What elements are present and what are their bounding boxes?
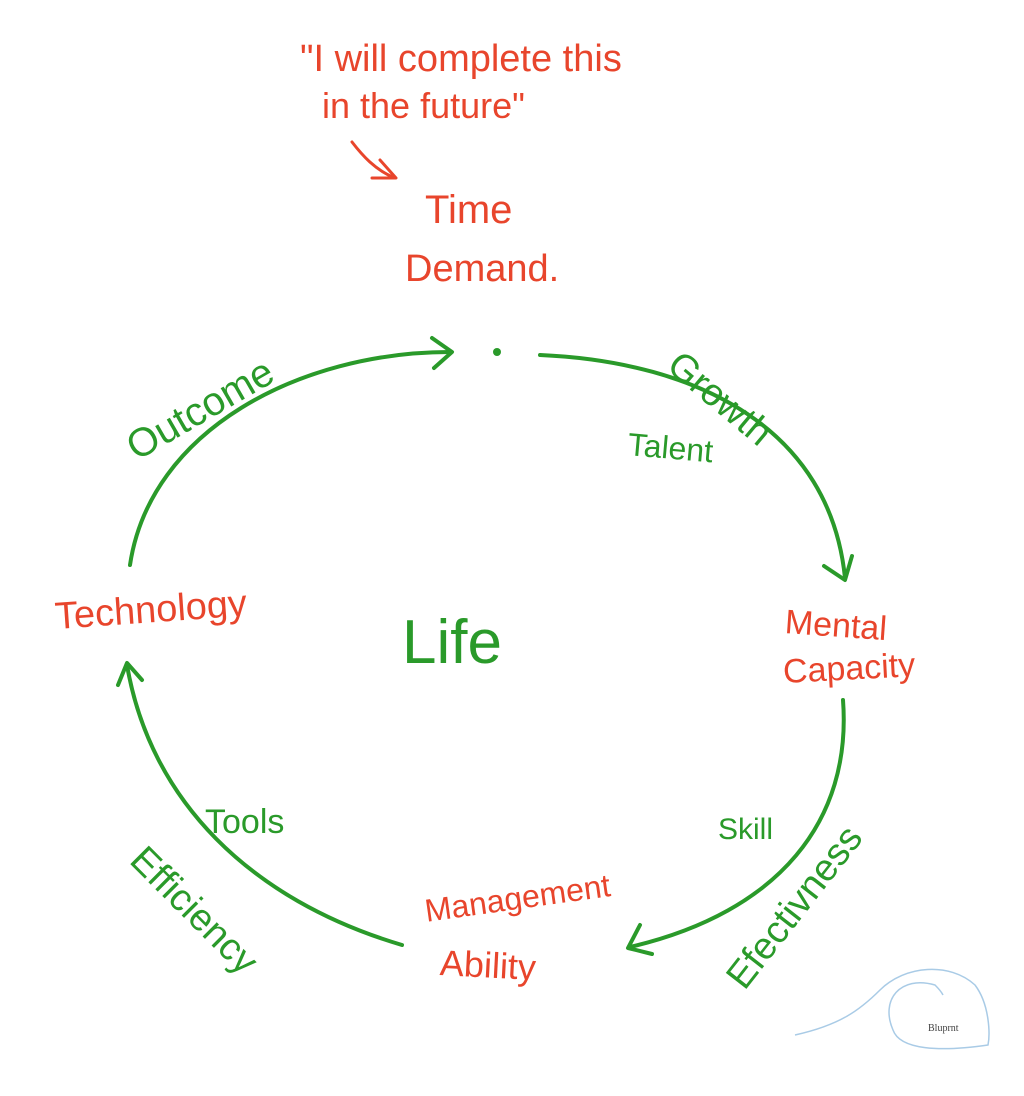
note-line-1: "I will complete this (300, 38, 622, 80)
time-demand-dot (493, 348, 501, 356)
node-time-line2: Demand. (405, 248, 560, 290)
note-line-2: in the future" (322, 85, 525, 126)
node-management-line2: Ability (438, 942, 537, 988)
edge-talent: Talent (626, 426, 715, 470)
node-mental-line1: Mental (783, 603, 889, 649)
arrow-technology-to-time (128, 350, 452, 567)
edge-tools: Tools (205, 803, 285, 841)
arrow-management-to-technology (125, 663, 404, 947)
arrowhead-bottom-left (116, 661, 144, 687)
edge-skill: Skill (718, 813, 774, 846)
arrow-mental-to-management (628, 698, 846, 949)
arrowhead-top-right (822, 554, 854, 582)
center-label-life: Life (402, 608, 502, 677)
arrowhead-top-left (430, 336, 454, 370)
arrow-time-to-mental (538, 353, 847, 580)
logo-text: Bluprnt (928, 1023, 959, 1034)
arrowhead-bottom-right (626, 923, 654, 956)
node-mental-line2: Capacity (782, 646, 917, 691)
bluprnt-logo (794, 968, 990, 1050)
node-time-line1: Time (425, 188, 513, 232)
note-arrow (350, 140, 398, 180)
